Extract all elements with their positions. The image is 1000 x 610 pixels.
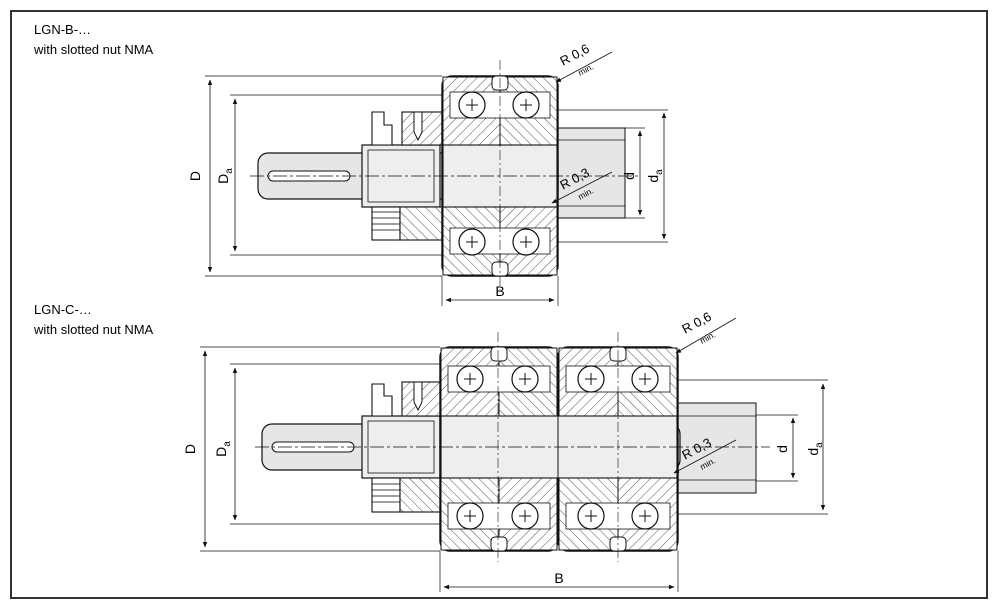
sheet-frame xyxy=(10,10,988,599)
top-radius-outer-note: min. xyxy=(576,61,595,77)
bottom-radius-inner-leader xyxy=(673,439,737,474)
top-label-B: B xyxy=(495,283,504,299)
bottom-radius-outer-leader xyxy=(675,317,737,354)
top-label-da: da xyxy=(645,169,665,183)
bottom-guide-rail xyxy=(677,402,757,494)
bottom-title: LGN-C-… xyxy=(34,302,92,317)
top-radius-inner-leader xyxy=(551,171,613,204)
bottom-subtitle: with slotted nut NMA xyxy=(34,322,154,337)
top-label-D: D xyxy=(187,171,203,181)
bottom-balls xyxy=(456,365,659,530)
bottom-radius-outer-note: min. xyxy=(698,329,717,345)
bottom-nut-lock-lower xyxy=(371,477,401,513)
top-assembly: D Da d da B R 0,6 min. R 0,3 min. xyxy=(187,41,668,306)
top-label-Da: Da xyxy=(215,168,235,184)
bottom-nut-lock-upper xyxy=(371,383,393,417)
bottom-assembly: D Da d da B R 0,6 min. R 0,3 min. xyxy=(182,309,828,592)
top-title: LGN-B-… xyxy=(34,22,92,37)
bottom-label-D: D xyxy=(182,444,198,454)
top-subtitle: with slotted nut NMA xyxy=(34,42,154,57)
top-guide-rail xyxy=(554,127,626,219)
top-radius-outer-leader xyxy=(555,51,613,83)
bottom-label-d: d xyxy=(774,445,790,453)
top-balls xyxy=(458,91,540,256)
top-nut-lock-upper xyxy=(371,111,393,146)
bottom-label-da: da xyxy=(805,442,825,456)
bottom-label-B: B xyxy=(554,570,563,586)
bottom-label-Da: Da xyxy=(213,441,233,457)
top-label-d: d xyxy=(621,172,637,180)
